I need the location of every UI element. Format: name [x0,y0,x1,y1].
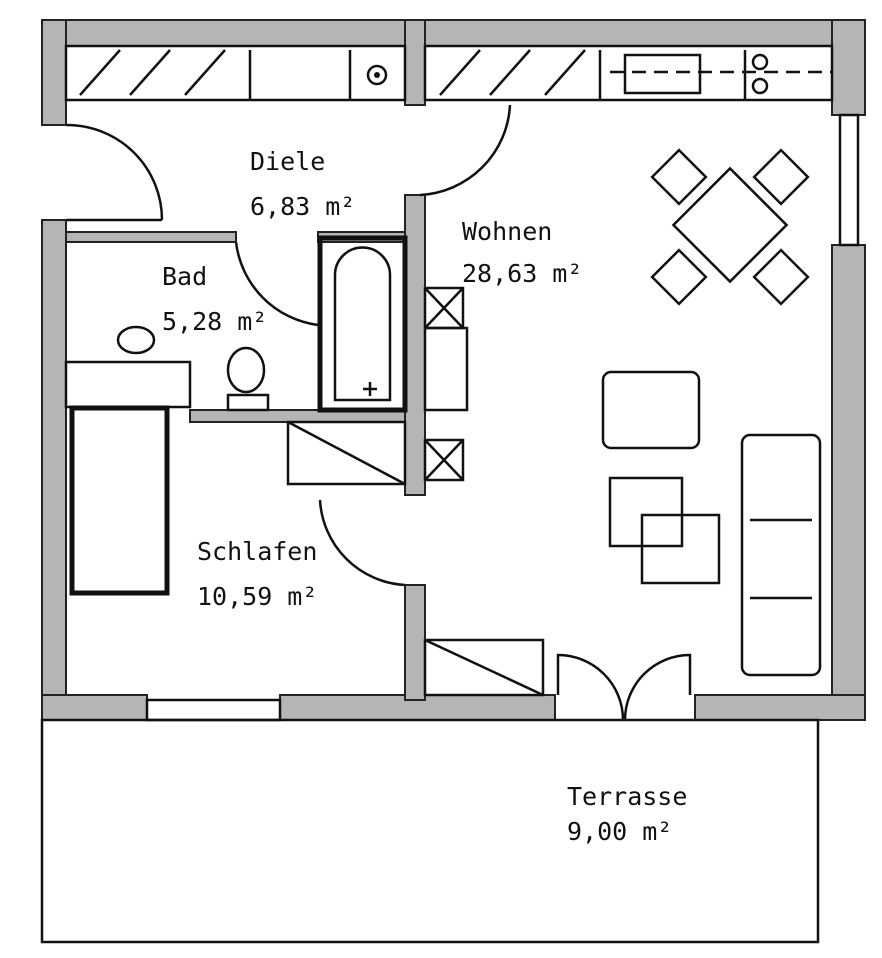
room-name-bad: Bad [162,262,207,291]
walls [41,19,866,721]
room-name-schlafen: Schlafen [197,537,317,566]
room-area-terrasse: 9,00 m² [567,817,672,846]
bath-fixtures [116,235,408,413]
room-area-wohnen: 28,63 m² [462,259,582,288]
room-area-bad: 5,28 m² [162,307,267,336]
dining-set [650,148,810,306]
kitchen-counter [64,44,834,102]
living-set [601,370,822,677]
room-area-diele: 6,83 m² [250,192,355,221]
terrace-outline [40,718,820,944]
room-name-wohnen: Wohnen [462,217,552,246]
room-area-schlafen: 10,59 m² [197,582,317,611]
room-name-diele: Diele [250,147,325,176]
doors [65,104,692,721]
room-name-terrasse: Terrasse [567,782,687,811]
bed [64,360,192,596]
closets [286,286,545,697]
